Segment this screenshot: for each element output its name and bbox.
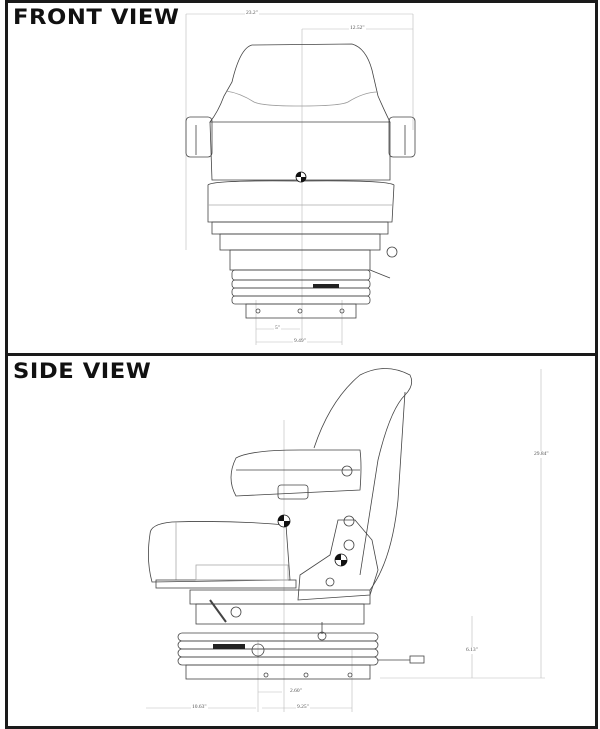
outer-frame bbox=[5, 0, 598, 729]
dim-base-width: 9.49" bbox=[293, 338, 307, 345]
dim-overall-width: 23.2" bbox=[245, 10, 259, 17]
view-divider bbox=[5, 353, 595, 356]
front-view-title: FRONT VIEW bbox=[13, 5, 180, 29]
dim-suspension-height: 6.13" bbox=[465, 647, 479, 654]
dim-half-width: 12.52" bbox=[349, 25, 366, 32]
side-view-title: SIDE VIEW bbox=[13, 359, 152, 383]
dim-overall-height: 29.84" bbox=[533, 451, 550, 458]
dim-rear-depth: 9.25" bbox=[296, 704, 310, 711]
dim-offset: 2.60" bbox=[289, 688, 303, 695]
dim-base-hole-spacing: 5" bbox=[274, 325, 281, 332]
dim-front-depth: 10.63" bbox=[191, 704, 208, 711]
